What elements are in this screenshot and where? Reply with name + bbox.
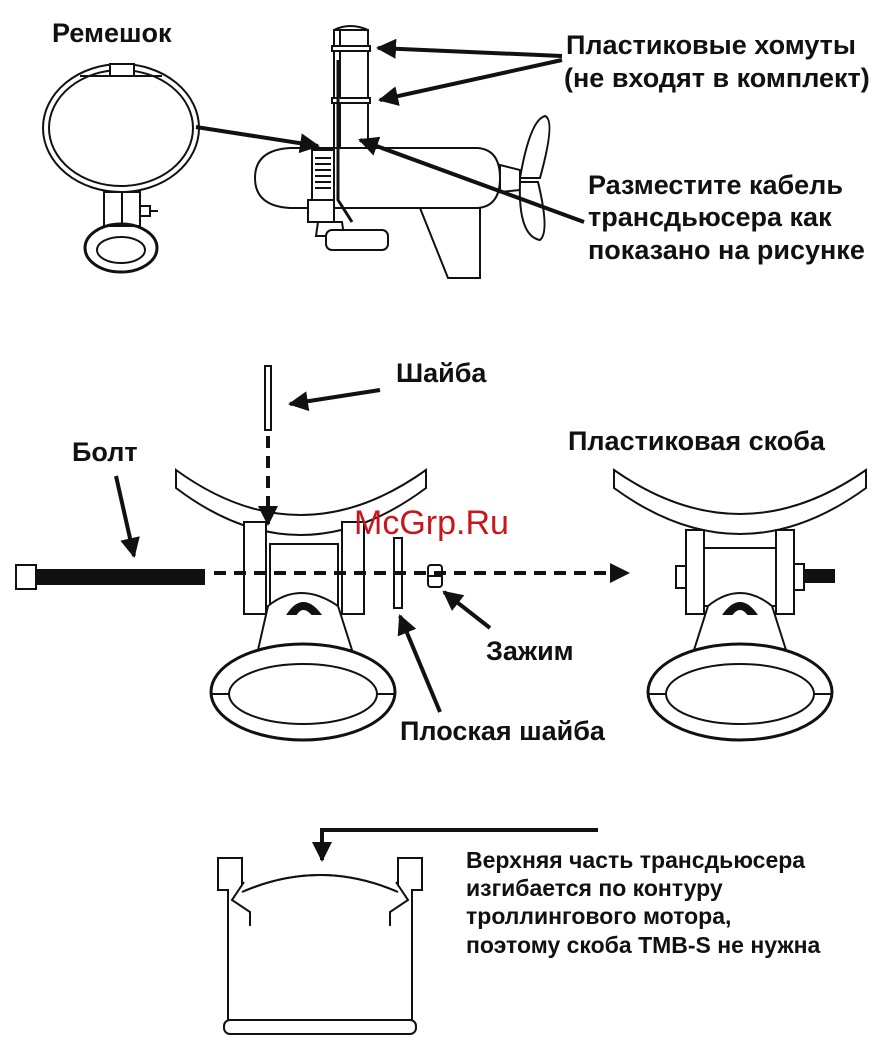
bracket-assembled [614, 470, 866, 740]
note-line1: Верхняя часть трансдьюсера [466, 847, 805, 873]
label-cable-line2: трансдьюсера как [588, 202, 832, 232]
label-washer: Шайба [396, 358, 487, 388]
note-line3: троллингового мотора, [466, 903, 731, 929]
bolt-part [16, 565, 204, 589]
transducer-top-illustration [218, 858, 422, 1034]
label-plastic-bracket: Пластиковая скоба [568, 426, 826, 456]
trolling-motor-illustration [255, 26, 549, 278]
label-strap: Ремешок [52, 18, 172, 48]
label-cable-line3: показано на рисунке [588, 235, 865, 265]
label-cable-line1: Разместите кабель [588, 170, 843, 200]
note-line4: поэтому скоба TMB-S не нужна [466, 932, 821, 958]
washer-part [265, 366, 271, 430]
label-plastic-ties-line2: (не входят в комплект) [564, 63, 870, 93]
note-line2: изгибается по контуру [466, 875, 723, 901]
label-flat-washer: Плоская шайба [400, 716, 606, 746]
label-clamp: Зажим [486, 636, 574, 666]
label-bolt: Болт [72, 437, 138, 467]
watermark: McGrp.Ru [354, 504, 509, 542]
strap-illustration [43, 64, 199, 272]
label-plastic-ties-line1: Пластиковые хомуты [566, 30, 856, 60]
clamp-part [428, 565, 442, 587]
